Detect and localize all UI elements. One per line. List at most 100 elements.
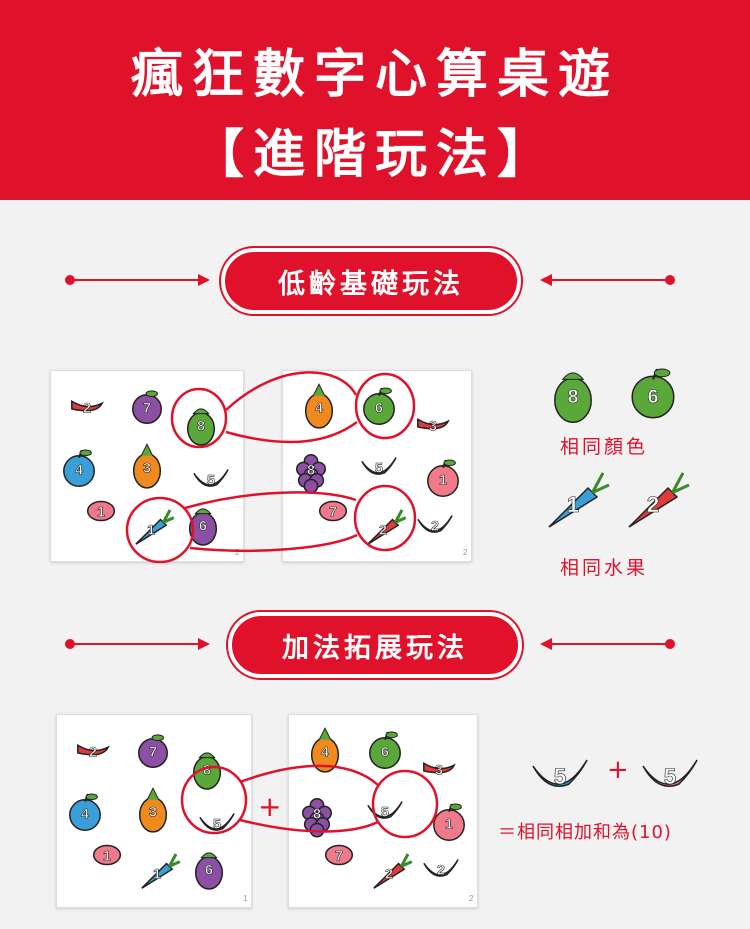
banana-icon: 5 bbox=[367, 801, 403, 821]
plum-icon: 7 bbox=[132, 390, 162, 424]
apple-icon: 6 bbox=[631, 368, 675, 419]
apple-icon: 1 bbox=[427, 459, 459, 497]
same-fruit-label: 相同水果 bbox=[560, 557, 649, 579]
fruit-number: 8 bbox=[307, 463, 315, 479]
banana-icon: 5 bbox=[193, 469, 229, 489]
chili-icon: 2 bbox=[77, 743, 110, 761]
apple-icon: 4 bbox=[63, 449, 95, 487]
pineapple-icon: 4 bbox=[304, 383, 334, 429]
card-page-number: 1 bbox=[243, 894, 248, 903]
fruit-number: 1 bbox=[567, 492, 580, 517]
fruit-number: 3 bbox=[435, 763, 443, 779]
fruit-number: 6 bbox=[375, 401, 383, 417]
fruit-number: 6 bbox=[205, 863, 213, 879]
plum-icon: 7 bbox=[138, 734, 168, 768]
pineapple-icon: 3 bbox=[132, 443, 162, 489]
chili-icon: 3 bbox=[417, 417, 450, 435]
card-left-1: 2 7 8 4 3 5 1 1 6 2 bbox=[50, 370, 244, 562]
sum-ovals bbox=[180, 764, 439, 839]
eggplant-icon: 6 bbox=[194, 852, 224, 890]
fruit-number: 5 bbox=[375, 461, 383, 477]
carrot-icon: 2 bbox=[373, 853, 413, 889]
pineapple-icon: 3 bbox=[138, 787, 168, 833]
banana-icon: 5 bbox=[642, 759, 698, 789]
fruit-number: 2 bbox=[437, 863, 445, 879]
fruit-number: 7 bbox=[149, 745, 157, 761]
fruit-number: 2 bbox=[431, 519, 439, 535]
fruit-number: 6 bbox=[381, 745, 389, 761]
fruit-number: 7 bbox=[335, 849, 343, 865]
side-legend-1: 8 6 1 2 bbox=[548, 368, 690, 528]
fruit-number: 2 bbox=[385, 867, 393, 883]
fruit-number: 7 bbox=[329, 505, 337, 521]
eggplant-icon: 8 bbox=[192, 752, 222, 790]
fruit-number: 8 bbox=[203, 763, 211, 779]
fruit-number: 8 bbox=[568, 386, 579, 408]
bean-icon: 1 bbox=[92, 844, 122, 866]
fruit-number: 3 bbox=[149, 805, 157, 821]
banana-icon: 2 bbox=[423, 859, 459, 879]
banana-icon: 2 bbox=[417, 515, 453, 535]
fruit-number: 6 bbox=[199, 519, 207, 535]
fruit-number: 8 bbox=[197, 419, 205, 435]
bean-icon: 7 bbox=[318, 500, 348, 522]
header-banner: 瘋狂數字心算桌遊 【進階玩法】 bbox=[0, 0, 750, 200]
section1-arrows bbox=[65, 274, 675, 286]
fruit-number: 3 bbox=[143, 461, 151, 477]
apple-icon: 4 bbox=[69, 793, 101, 831]
fruit-number: 5 bbox=[381, 805, 389, 821]
fruit-number: 1 bbox=[445, 817, 453, 833]
fruit-number: 6 bbox=[648, 386, 659, 408]
section2-arrows bbox=[65, 638, 675, 650]
bean-icon: 7 bbox=[324, 844, 354, 866]
fruit-number: 1 bbox=[439, 473, 447, 489]
fruit-number: 2 bbox=[83, 401, 91, 417]
chili-icon: 3 bbox=[423, 761, 456, 779]
carrot-icon: 1 bbox=[135, 509, 175, 545]
card-illustration: 2 7 8 4 3 5 1 1 6 2 bbox=[63, 390, 240, 557]
fruit-number: 7 bbox=[143, 401, 151, 417]
fruit-number: 1 bbox=[153, 867, 161, 883]
fruit-number: 4 bbox=[81, 807, 89, 823]
fruit-number: 2 bbox=[89, 745, 97, 761]
fruit-number: 4 bbox=[321, 745, 329, 761]
grape-icon: 8 bbox=[296, 454, 326, 494]
chili-icon: 2 bbox=[71, 399, 104, 417]
same-color-label: 相同顏色 bbox=[560, 436, 649, 458]
carrot-icon: 1 bbox=[548, 472, 610, 528]
card-page-number: 2 bbox=[235, 548, 240, 557]
eggplant-icon: 8 bbox=[554, 372, 592, 424]
fruit-number: 2 bbox=[647, 492, 660, 517]
fruit-number: 4 bbox=[315, 401, 323, 417]
apple-icon: 6 bbox=[369, 731, 401, 769]
page-subtitle: 【進階玩法】 bbox=[191, 125, 558, 185]
fruit-number: 4 bbox=[75, 463, 83, 479]
card-page-number: 2 bbox=[469, 894, 474, 903]
bean-icon: 1 bbox=[86, 500, 116, 522]
apple-icon: 1 bbox=[433, 803, 465, 841]
section2-title: 加法拓展玩法 bbox=[228, 612, 522, 678]
apple-icon: 6 bbox=[363, 387, 395, 425]
carrot-icon: 1 bbox=[141, 853, 181, 889]
plus-sign-2: + bbox=[607, 755, 629, 785]
banana-icon: 5 bbox=[361, 457, 397, 477]
banana-icon: 5 bbox=[199, 813, 235, 833]
eggplant-icon: 8 bbox=[186, 408, 216, 446]
match-ovals bbox=[125, 371, 417, 564]
fruit-number: 8 bbox=[313, 807, 321, 823]
fruit-number: 1 bbox=[97, 505, 105, 521]
plus-sign: + bbox=[258, 790, 282, 823]
carrot-icon: 2 bbox=[628, 472, 690, 528]
pineapple-icon: 4 bbox=[310, 727, 340, 773]
fruit-number: 5 bbox=[664, 764, 677, 789]
sum-result-label: ＝相同相加和為(10) bbox=[498, 822, 672, 843]
section1-title: 低齡基礎玩法 bbox=[221, 248, 521, 314]
card-page-number: 2 bbox=[463, 548, 468, 557]
fruit-number: 3 bbox=[429, 419, 437, 435]
fruit-number: 1 bbox=[147, 523, 155, 539]
